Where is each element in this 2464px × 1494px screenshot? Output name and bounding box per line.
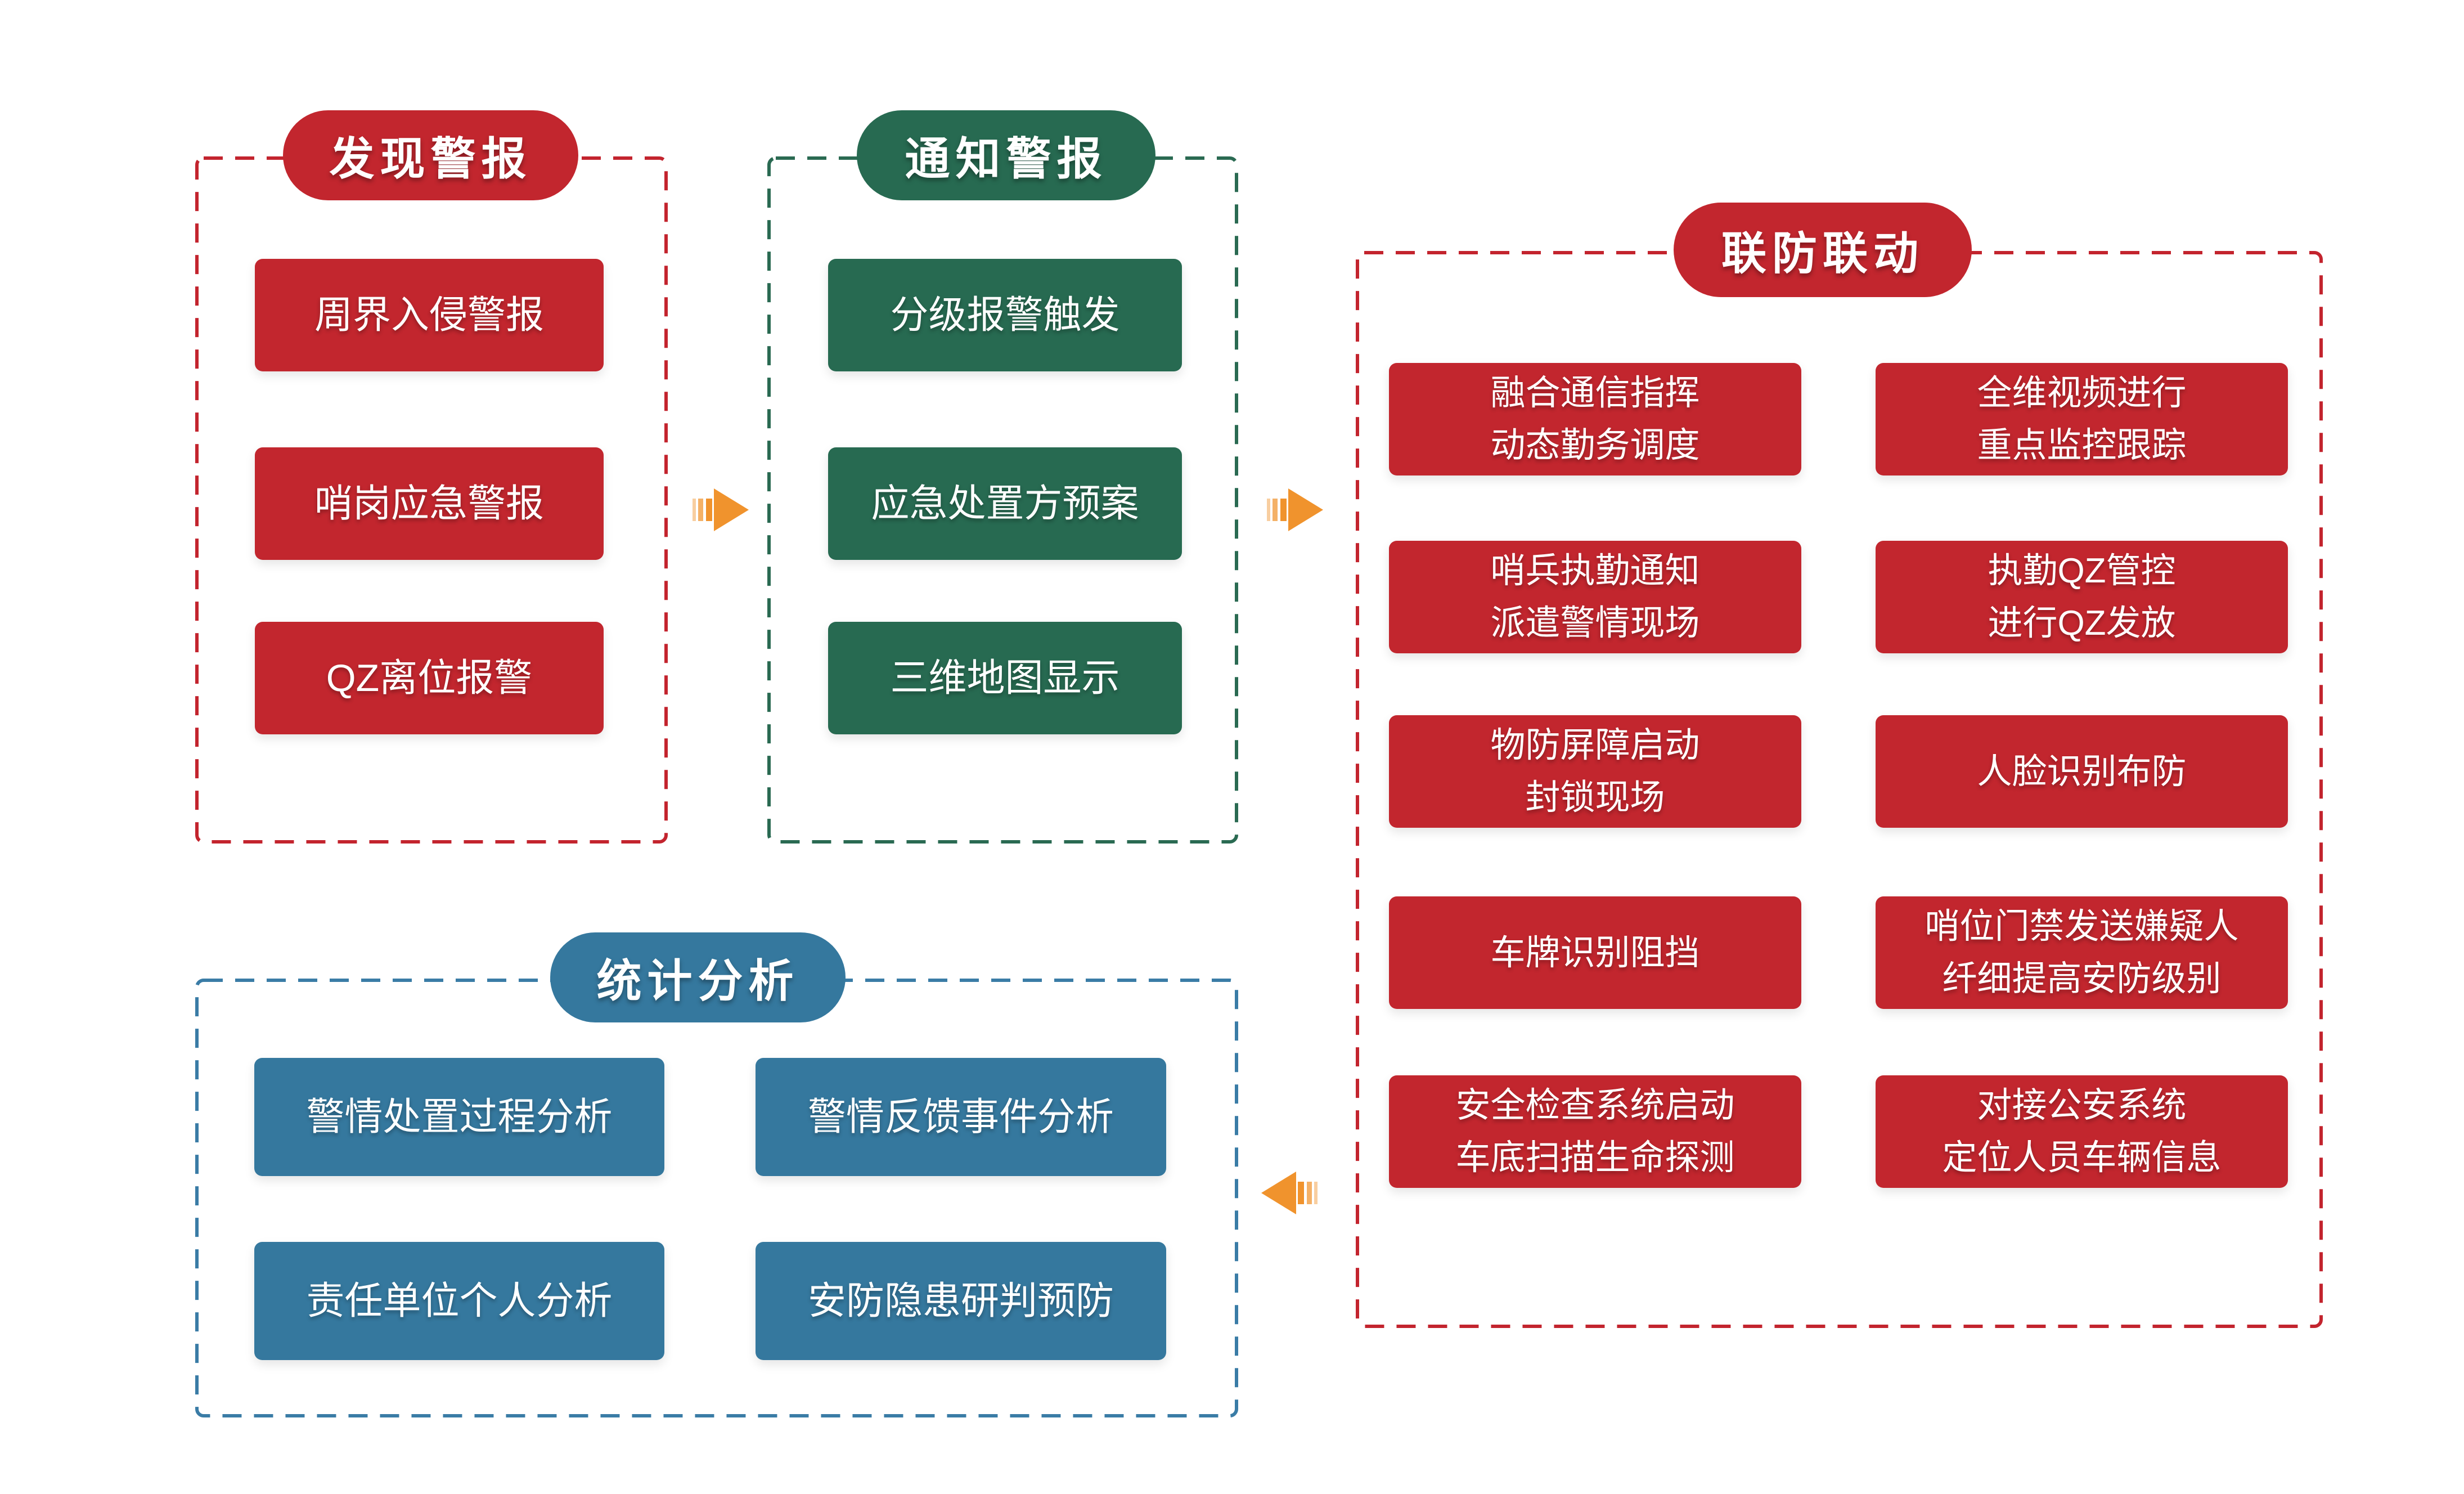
discover-section-title-pill: 发现警报	[283, 110, 578, 200]
flow-box-security-check-scan: 安全检查系统启动 车底扫描生命探测	[1389, 1075, 1801, 1188]
statistics-section-title: 统计分析	[596, 956, 799, 1006]
flow-box-plate-recognition-block: 车牌识别阻挡	[1389, 896, 1801, 1009]
linkage-section-title-pill: 联防联动	[1674, 203, 1972, 297]
flow-box-hazard-prediction-analysis: 安防隐患研判预防	[756, 1242, 1166, 1360]
notify-section-title: 通知警报	[905, 134, 1108, 184]
flow-box-qz-control-issue: 执勤QZ管控 进行QZ发放	[1876, 541, 2288, 653]
flow-box-3d-map-display: 三维地图显示	[828, 622, 1182, 734]
flow-box-sentry-duty-notify: 哨兵执勤通知 派遣警情现场	[1389, 541, 1801, 653]
flow-box-emergency-response-plan: 应急处置方预案	[828, 447, 1182, 560]
flow-box-alarm-handling-analysis: 警情处置过程分析	[254, 1058, 664, 1176]
chevron-arrow-left-icon	[1261, 1172, 1318, 1214]
flow-box-access-suspect-alert: 哨位门禁发送嫌疑人 纤细提高安防级别	[1876, 896, 2288, 1009]
flow-box-perimeter-intrusion-alarm: 周界入侵警报	[255, 259, 604, 371]
chevron-arrow-right-icon	[693, 488, 749, 531]
flow-box-sentry-emergency-alarm: 哨岗应急警报	[255, 447, 604, 560]
flow-box-alarm-feedback-analysis: 警情反馈事件分析	[756, 1058, 1166, 1176]
flow-box-fused-comms-dispatch: 融合通信指挥 动态勤务调度	[1389, 363, 1801, 475]
flow-box-qz-offpost-alarm: QZ离位报警	[255, 622, 604, 734]
flow-box-police-system-locate: 对接公安系统 定位人员车辆信息	[1876, 1075, 2288, 1188]
chevron-arrow-right-icon	[1267, 488, 1323, 531]
statistics-section-title-pill: 统计分析	[550, 932, 846, 1022]
discover-section-title: 发现警报	[329, 134, 532, 184]
flow-box-physical-barrier-lockdown: 物防屏障启动 封锁现场	[1389, 715, 1801, 828]
flow-box-face-recognition-deploy: 人脸识别布防	[1876, 715, 2288, 828]
flow-box-panoramic-video-tracking: 全维视频进行 重点监控跟踪	[1876, 363, 2288, 475]
notify-section-title-pill: 通知警报	[857, 110, 1155, 200]
flow-box-responsible-unit-analysis: 责任单位个人分析	[254, 1242, 664, 1360]
linkage-section-title: 联防联动	[1721, 228, 1924, 279]
flow-box-graded-alarm-trigger: 分级报警触发	[828, 259, 1182, 371]
